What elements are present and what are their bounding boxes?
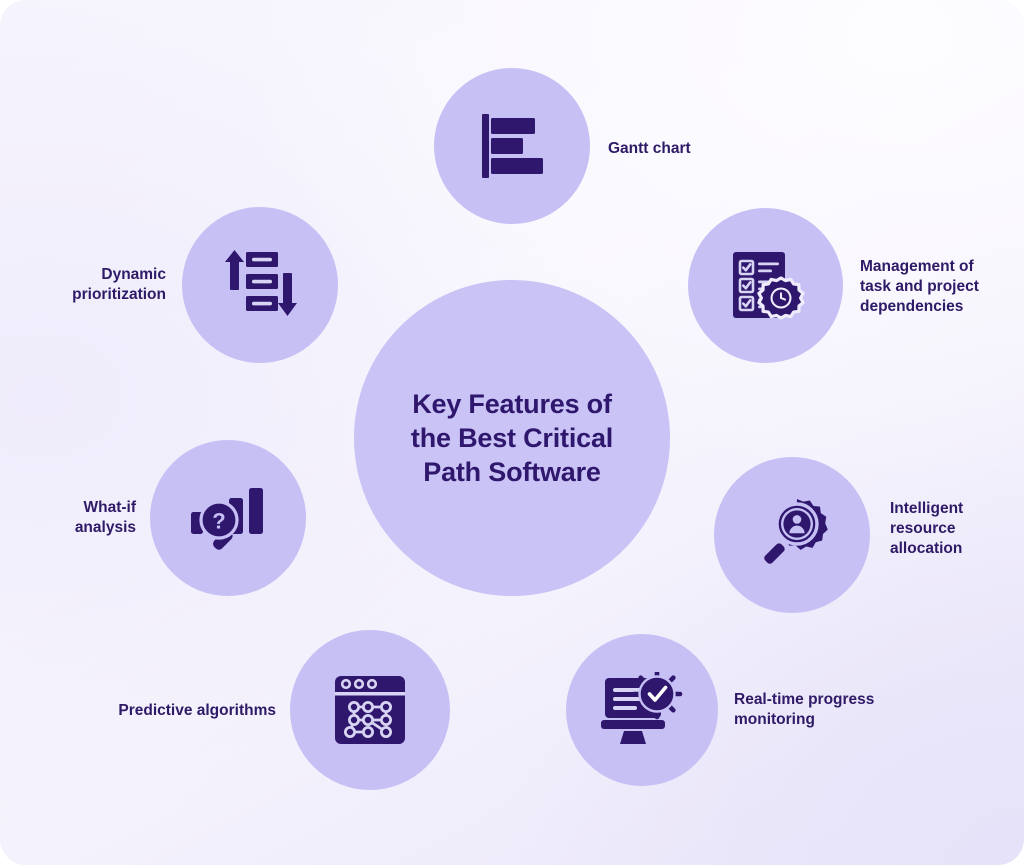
node-bubble-dependencies[interactable]: [688, 208, 843, 363]
node-bubble-gantt-chart[interactable]: [434, 68, 590, 224]
node-label-dependencies: Management of task and project dependenc…: [860, 258, 979, 316]
svg-text:?: ?: [212, 509, 225, 534]
node-label-dynamic-prioritization: Dynamic prioritization: [72, 266, 166, 304]
node-bubble-dynamic-prioritization[interactable]: [182, 207, 338, 363]
sort-arrows-icon: [220, 248, 300, 322]
bar-chart-question-magnifier-icon: ?: [187, 480, 269, 556]
magnifier-gear-person-icon: [752, 496, 832, 574]
browser-network-icon: [330, 671, 410, 749]
monitor-clock-icon: [601, 672, 683, 748]
node-label-gantt-chart: Gantt chart: [608, 140, 691, 157]
node-bubble-what-if-analysis[interactable]: ?: [150, 440, 306, 596]
node-bubble-progress-monitoring[interactable]: [566, 634, 718, 786]
node-label-progress-monitoring: Real-time progress monitoring: [734, 691, 875, 729]
center-title: Key Features of the Best Critical Path S…: [410, 388, 614, 487]
node-label-what-if-analysis: What-if analysis: [74, 499, 136, 537]
node-bubble-predictive-algorithms[interactable]: [290, 630, 450, 790]
node-label-resource-allocation: Intelligent resource allocation: [890, 500, 964, 558]
center-bubble: Key Features of the Best Critical Path S…: [354, 280, 670, 596]
checklist-gear-clock-icon: [727, 248, 805, 324]
node-label-predictive-algorithms: Predictive algorithms: [118, 702, 276, 719]
gantt-chart-icon: [474, 110, 550, 182]
node-bubble-resource-allocation[interactable]: [714, 457, 870, 613]
